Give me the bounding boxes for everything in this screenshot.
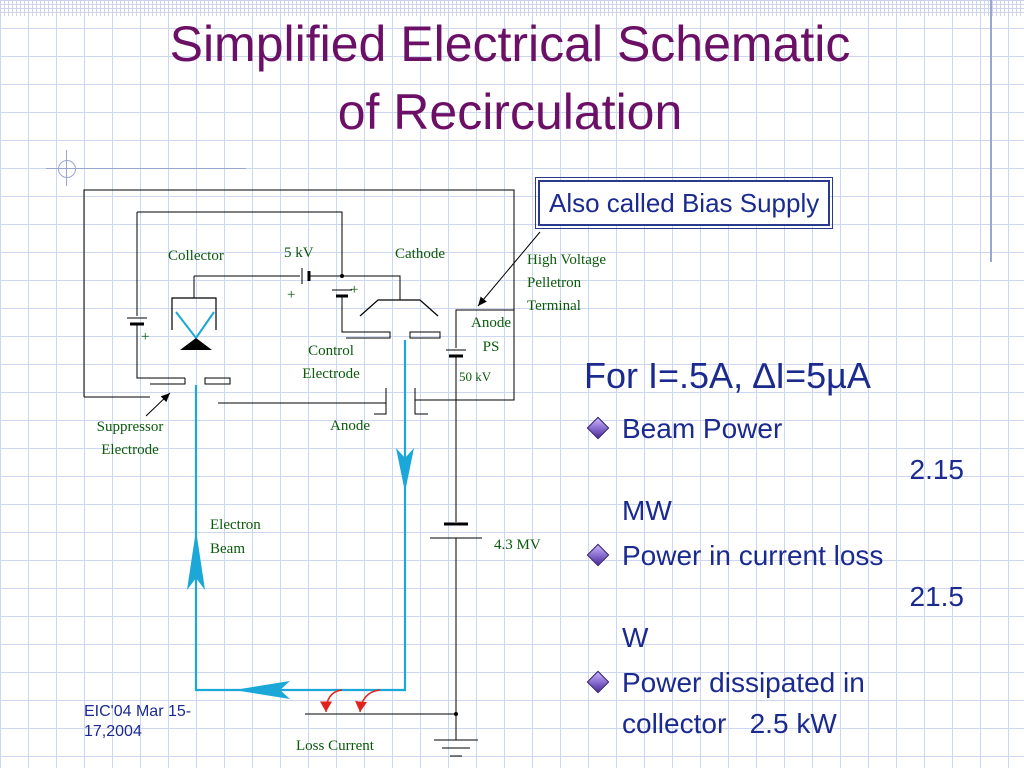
title-line-2: of Recirculation (337, 84, 683, 140)
heading-delta: ∆ (753, 355, 776, 396)
item-unit: W (622, 622, 649, 653)
heading-mid: I=5 (775, 355, 827, 396)
label-control-1: Control (308, 343, 354, 359)
label-electron-2: Beam (210, 541, 245, 557)
item-value: 2.15 (909, 454, 965, 485)
collector-diode-left (180, 338, 196, 350)
label-anode-ps-1: Anode (471, 315, 511, 331)
label-loss-current: Loss Current (296, 738, 374, 754)
label-plus-5kv: + (287, 287, 296, 303)
footer-date: EIC'04 Mar 15-17,2004 (84, 703, 192, 740)
decor-ring-icon (58, 160, 76, 178)
beam-arrow-down (396, 448, 414, 492)
beam-arrow-left (234, 681, 290, 699)
anode-plate-right (414, 388, 428, 415)
label-plus-suppressor: + (141, 329, 150, 345)
label-anode-ps-2: PS (482, 339, 500, 355)
label-5kv: 5 kV (284, 245, 314, 261)
beam-spread-left (175, 311, 197, 339)
left-decor-rule (46, 168, 246, 169)
label-collector: Collector (168, 248, 224, 264)
suppressor-pointer (145, 392, 171, 417)
bullet-diamond-icon (586, 543, 610, 567)
loss-arrow-1 (320, 689, 343, 713)
item-value: 2.5 kW (749, 708, 837, 739)
bias-supply-pointer (477, 231, 541, 307)
heading-mu: µ (826, 355, 847, 396)
header-pattern-band (0, 0, 1024, 16)
label-electron-1: Electron (210, 517, 261, 533)
collector-supply-wire (137, 211, 343, 275)
suppressor-plate-left (150, 378, 186, 385)
label-control-2: Electrode (302, 366, 360, 382)
loss-arrow-2 (355, 689, 381, 713)
electron-beam-path (194, 340, 407, 692)
label-4-3mv: 4.3 MV (494, 537, 541, 553)
bullet-diamond-icon (586, 416, 610, 440)
control-electrode-right (409, 331, 441, 339)
label-anode: Anode (330, 418, 370, 434)
label-50kv: 50 kV (459, 369, 492, 384)
label-hv-line2: Pelletron (527, 275, 582, 291)
bias-supply-callout: Also called Bias Supply (534, 177, 834, 229)
beam-arrow-up (187, 530, 205, 590)
item-label: Beam Power (622, 413, 783, 444)
slide-title: Simplified Electrical Schematic of Recir… (40, 10, 980, 146)
anode-plate-left (218, 388, 387, 404)
right-decor-rule (990, 0, 992, 262)
list-item: Power in current loss 21.5 W (584, 535, 984, 658)
power-summary-panel: For I=.5A, ∆I=5µA Beam Power 2.15 MW Pow… (584, 352, 984, 748)
beam-spread-right (195, 311, 215, 339)
cathode-wire (342, 275, 401, 300)
item-label: Power dissipated in collector (622, 667, 865, 739)
power-list: Beam Power 2.15 MW Power in current loss… (584, 408, 984, 744)
title-line-1: Simplified Electrical Schematic (169, 16, 851, 72)
label-cathode: Cathode (395, 246, 445, 262)
label-suppressor-1: Suppressor (96, 419, 164, 435)
label-hv-line1: High Voltage (527, 252, 607, 268)
heading-prefix: For I=.5A, (584, 355, 754, 396)
suppressor-plate-right (204, 377, 231, 385)
heading-suffix: A (846, 355, 871, 396)
list-item: Power dissipated in collector 2.5 kW (584, 662, 984, 744)
label-suppressor-2: Electrode (101, 442, 159, 458)
item-value: 21.5 (909, 581, 965, 612)
outer-circuit-box (83, 189, 515, 401)
item-unit: MW (622, 495, 672, 526)
collector-diode-right (196, 338, 212, 350)
bullet-diamond-icon (586, 670, 610, 694)
item-label: Power in current loss (622, 540, 884, 571)
label-hv-line3: Terminal (527, 298, 581, 314)
anode-ps-wire (455, 309, 514, 348)
suppressor-battery-wire (136, 324, 185, 379)
panel-heading: For I=.5A, ∆I=5µA (584, 352, 984, 400)
label-plus-cathode: + (350, 282, 359, 298)
control-electrode-left (346, 331, 391, 339)
list-item: Beam Power 2.15 MW (584, 408, 984, 531)
anode-plate-left-base (374, 403, 387, 415)
cathode-body (359, 299, 439, 317)
